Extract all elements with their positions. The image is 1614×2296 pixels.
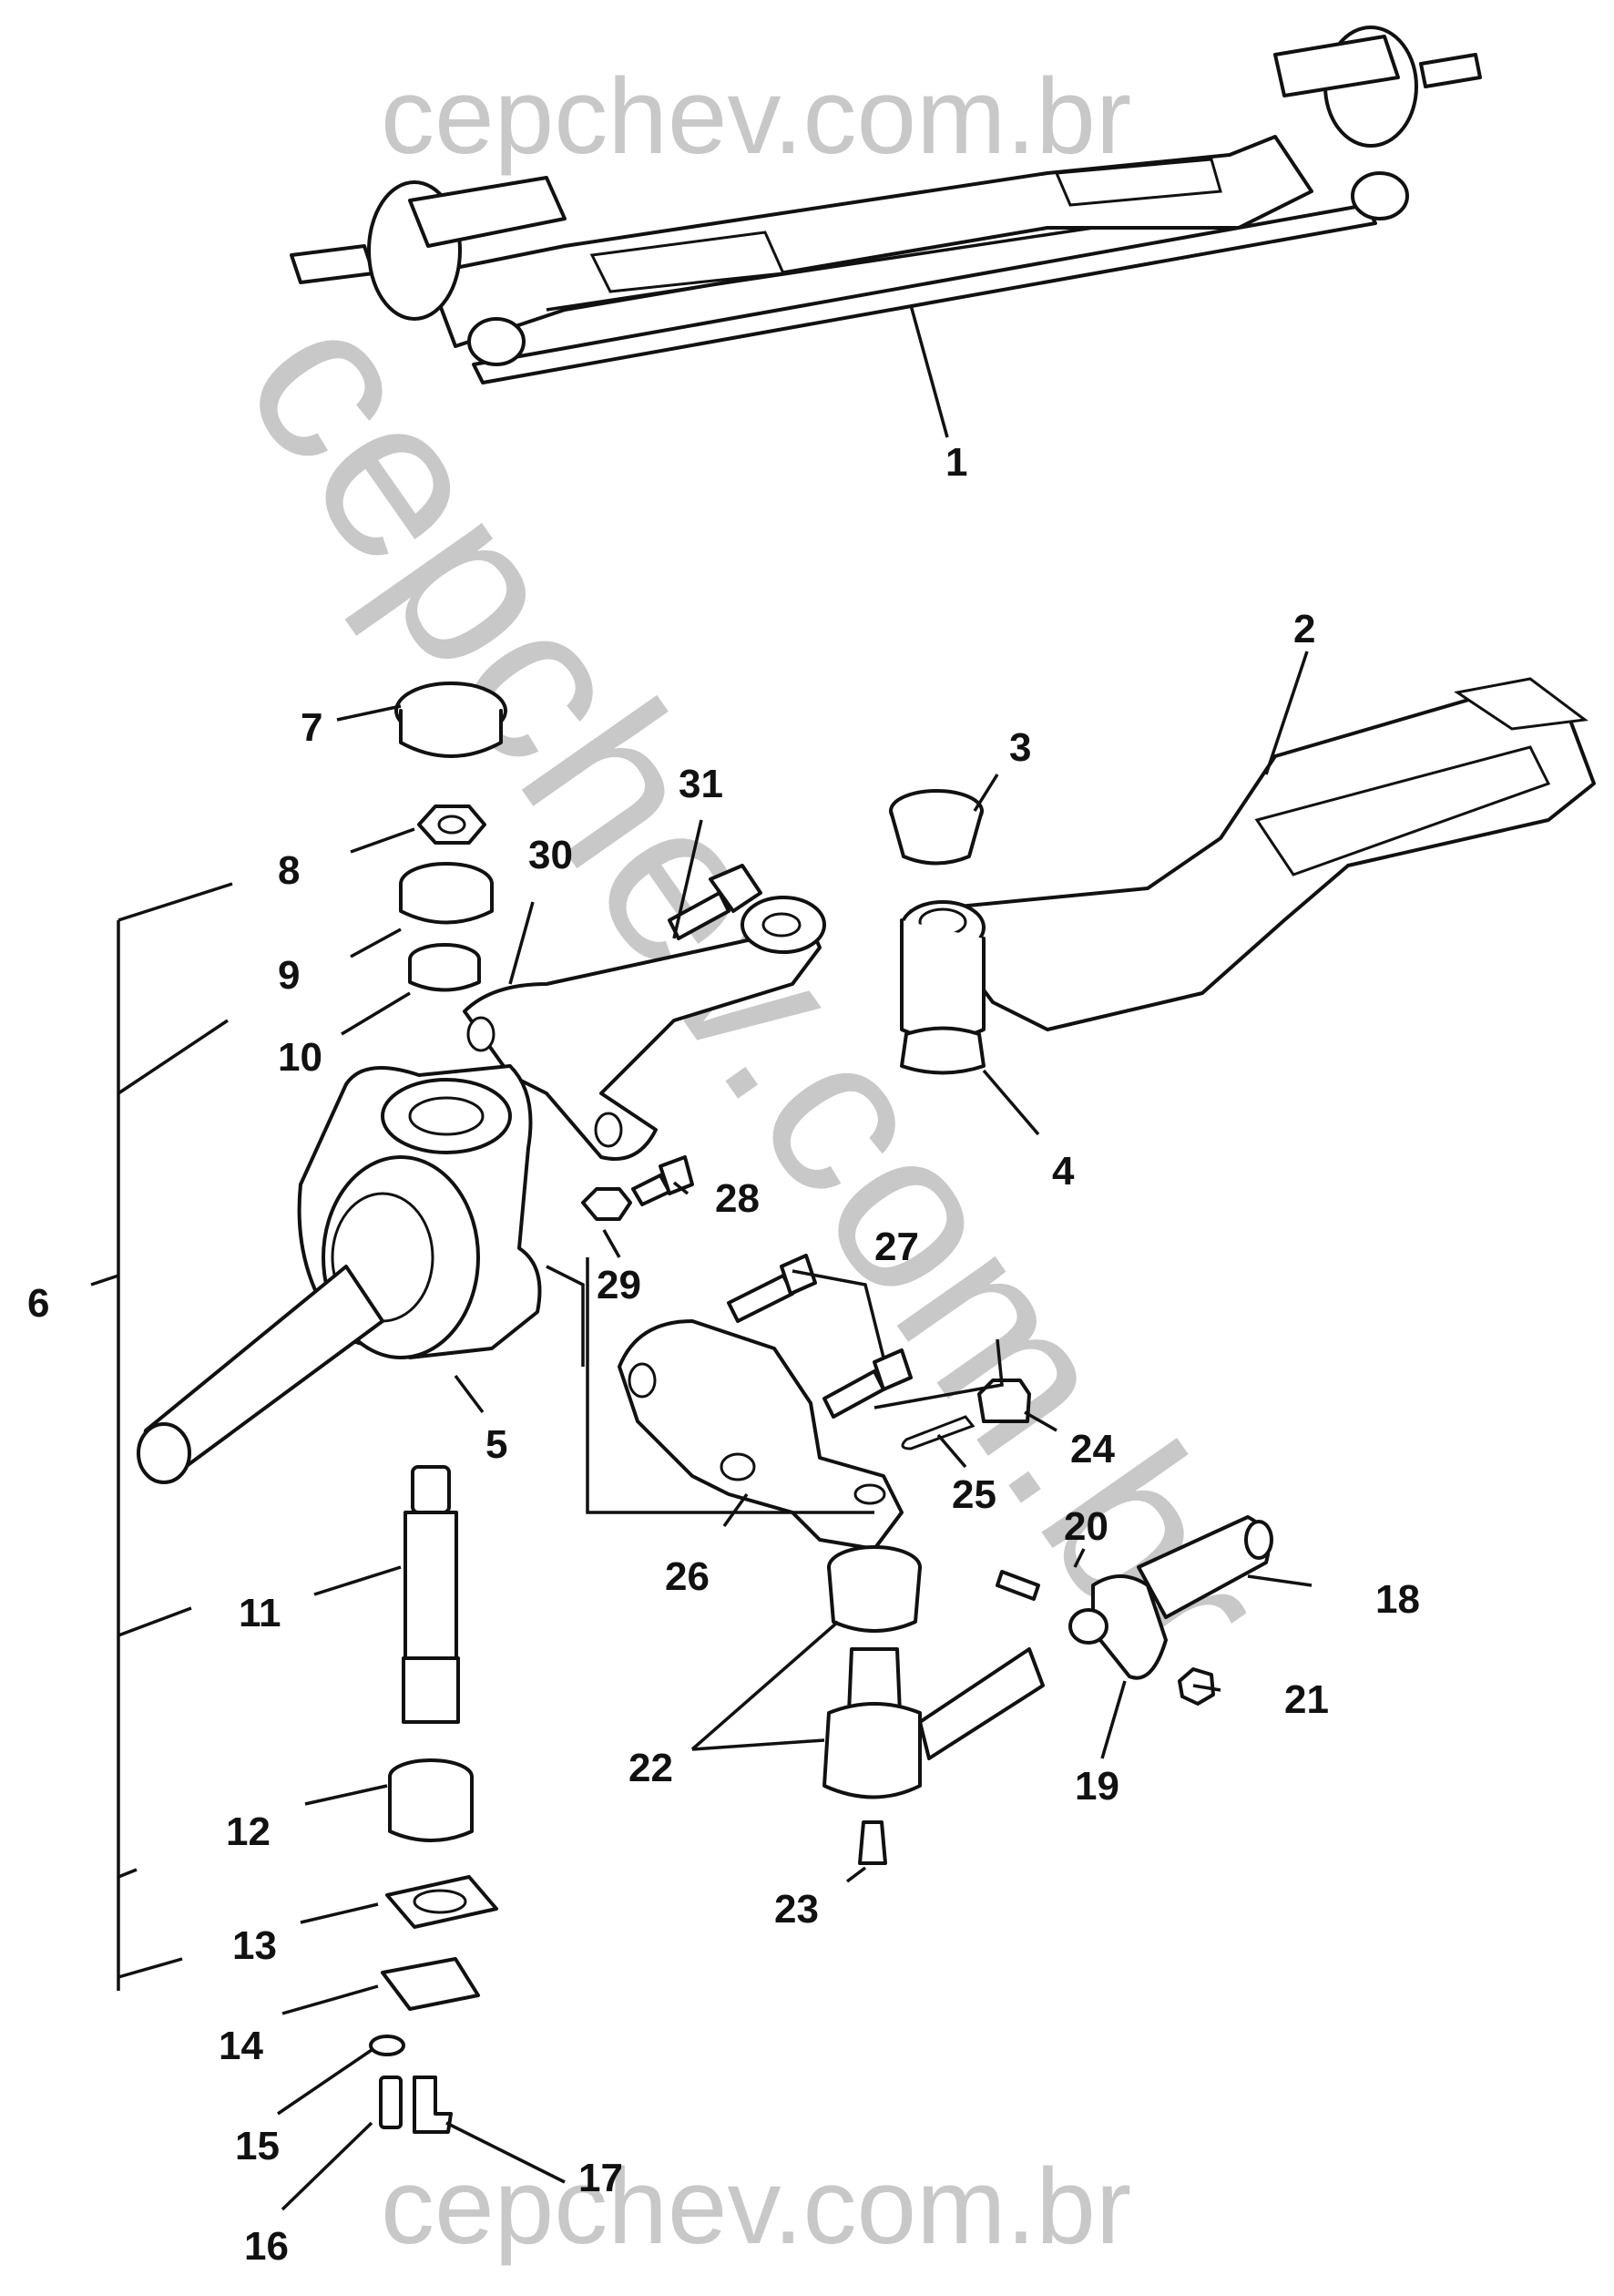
screw-16 [379,2076,403,2129]
bushing-lower [388,1758,474,1842]
steering-knuckle [137,1064,542,1484]
callout-1: 1 [945,440,967,485]
grease-cap [394,682,507,758]
callout-3: 3 [1009,725,1031,770]
callout-10: 10 [278,1035,322,1080]
callout-31: 31 [679,762,723,806]
bushing-upper [889,789,984,866]
callout-15: 15 [235,2124,280,2168]
callout-11: 11 [239,1591,281,1635]
callout-14: 14 [219,2024,263,2068]
leader-lines [90,304,1313,2211]
tie-rod-tube [1137,1515,1273,1619]
king-pin [402,1465,460,1724]
callout-27: 27 [874,1225,919,1269]
callout-labels: 1 2 3 4 5 6 7 8 9 10 11 12 13 14 15 16 1… [27,440,1420,2269]
grease-nipple-17 [413,2076,453,2134]
washer-15 [369,2035,405,2056]
bolt-20 [996,1570,1040,1601]
tie-rod-clamp [1068,1574,1168,1680]
callout-7: 7 [301,705,322,750]
watermark-top: cepchev.com.br [381,56,1131,177]
callout-25: 25 [952,1472,996,1517]
callout-20: 20 [1064,1504,1108,1549]
callout-19: 19 [1075,1764,1119,1809]
callout-28: 28 [715,1176,760,1221]
nut [417,805,486,845]
callout-24: 24 [1070,1427,1115,1471]
callout-17: 17 [578,2156,623,2200]
callout-21: 21 [1284,1677,1329,1722]
cover-plate [381,1957,480,2011]
callout-13: 13 [232,1923,277,1968]
callout-18: 18 [1375,1577,1420,1622]
callout-5: 5 [485,1422,507,1467]
cotter-pin [901,1415,976,1450]
bushing-small [408,943,481,992]
thrust-bearing [900,1026,986,1075]
callout-22: 22 [628,1746,673,1790]
callout-2: 2 [1293,607,1315,651]
watermark-bottom: cepchev.com.br [381,2147,1131,2267]
bolt-28 [631,1155,694,1206]
nut-29 [581,1187,632,1221]
callout-4: 4 [1052,1149,1075,1194]
front-axle-assembly [290,26,1482,384]
castle-nut [977,1379,1031,1423]
gasket [385,1875,498,1929]
tie-rod-end [822,1545,1045,1799]
steering-lever [618,1319,904,1551]
callout-16: 16 [244,2224,289,2269]
callout-6: 6 [27,1281,49,1326]
callout-29: 29 [597,1263,641,1307]
callout-23: 23 [774,1887,819,1932]
grease-fitting [858,1820,887,1865]
callout-8: 8 [278,848,300,893]
steering-arm-upper [463,896,826,1161]
callout-26: 26 [665,1554,710,1599]
callout-9: 9 [278,953,300,998]
callout-12: 12 [226,1809,271,1854]
bolt-27 [727,1254,913,1419]
washer [399,862,494,925]
callout-30: 30 [528,833,573,877]
axle-beam [900,677,1596,1040]
